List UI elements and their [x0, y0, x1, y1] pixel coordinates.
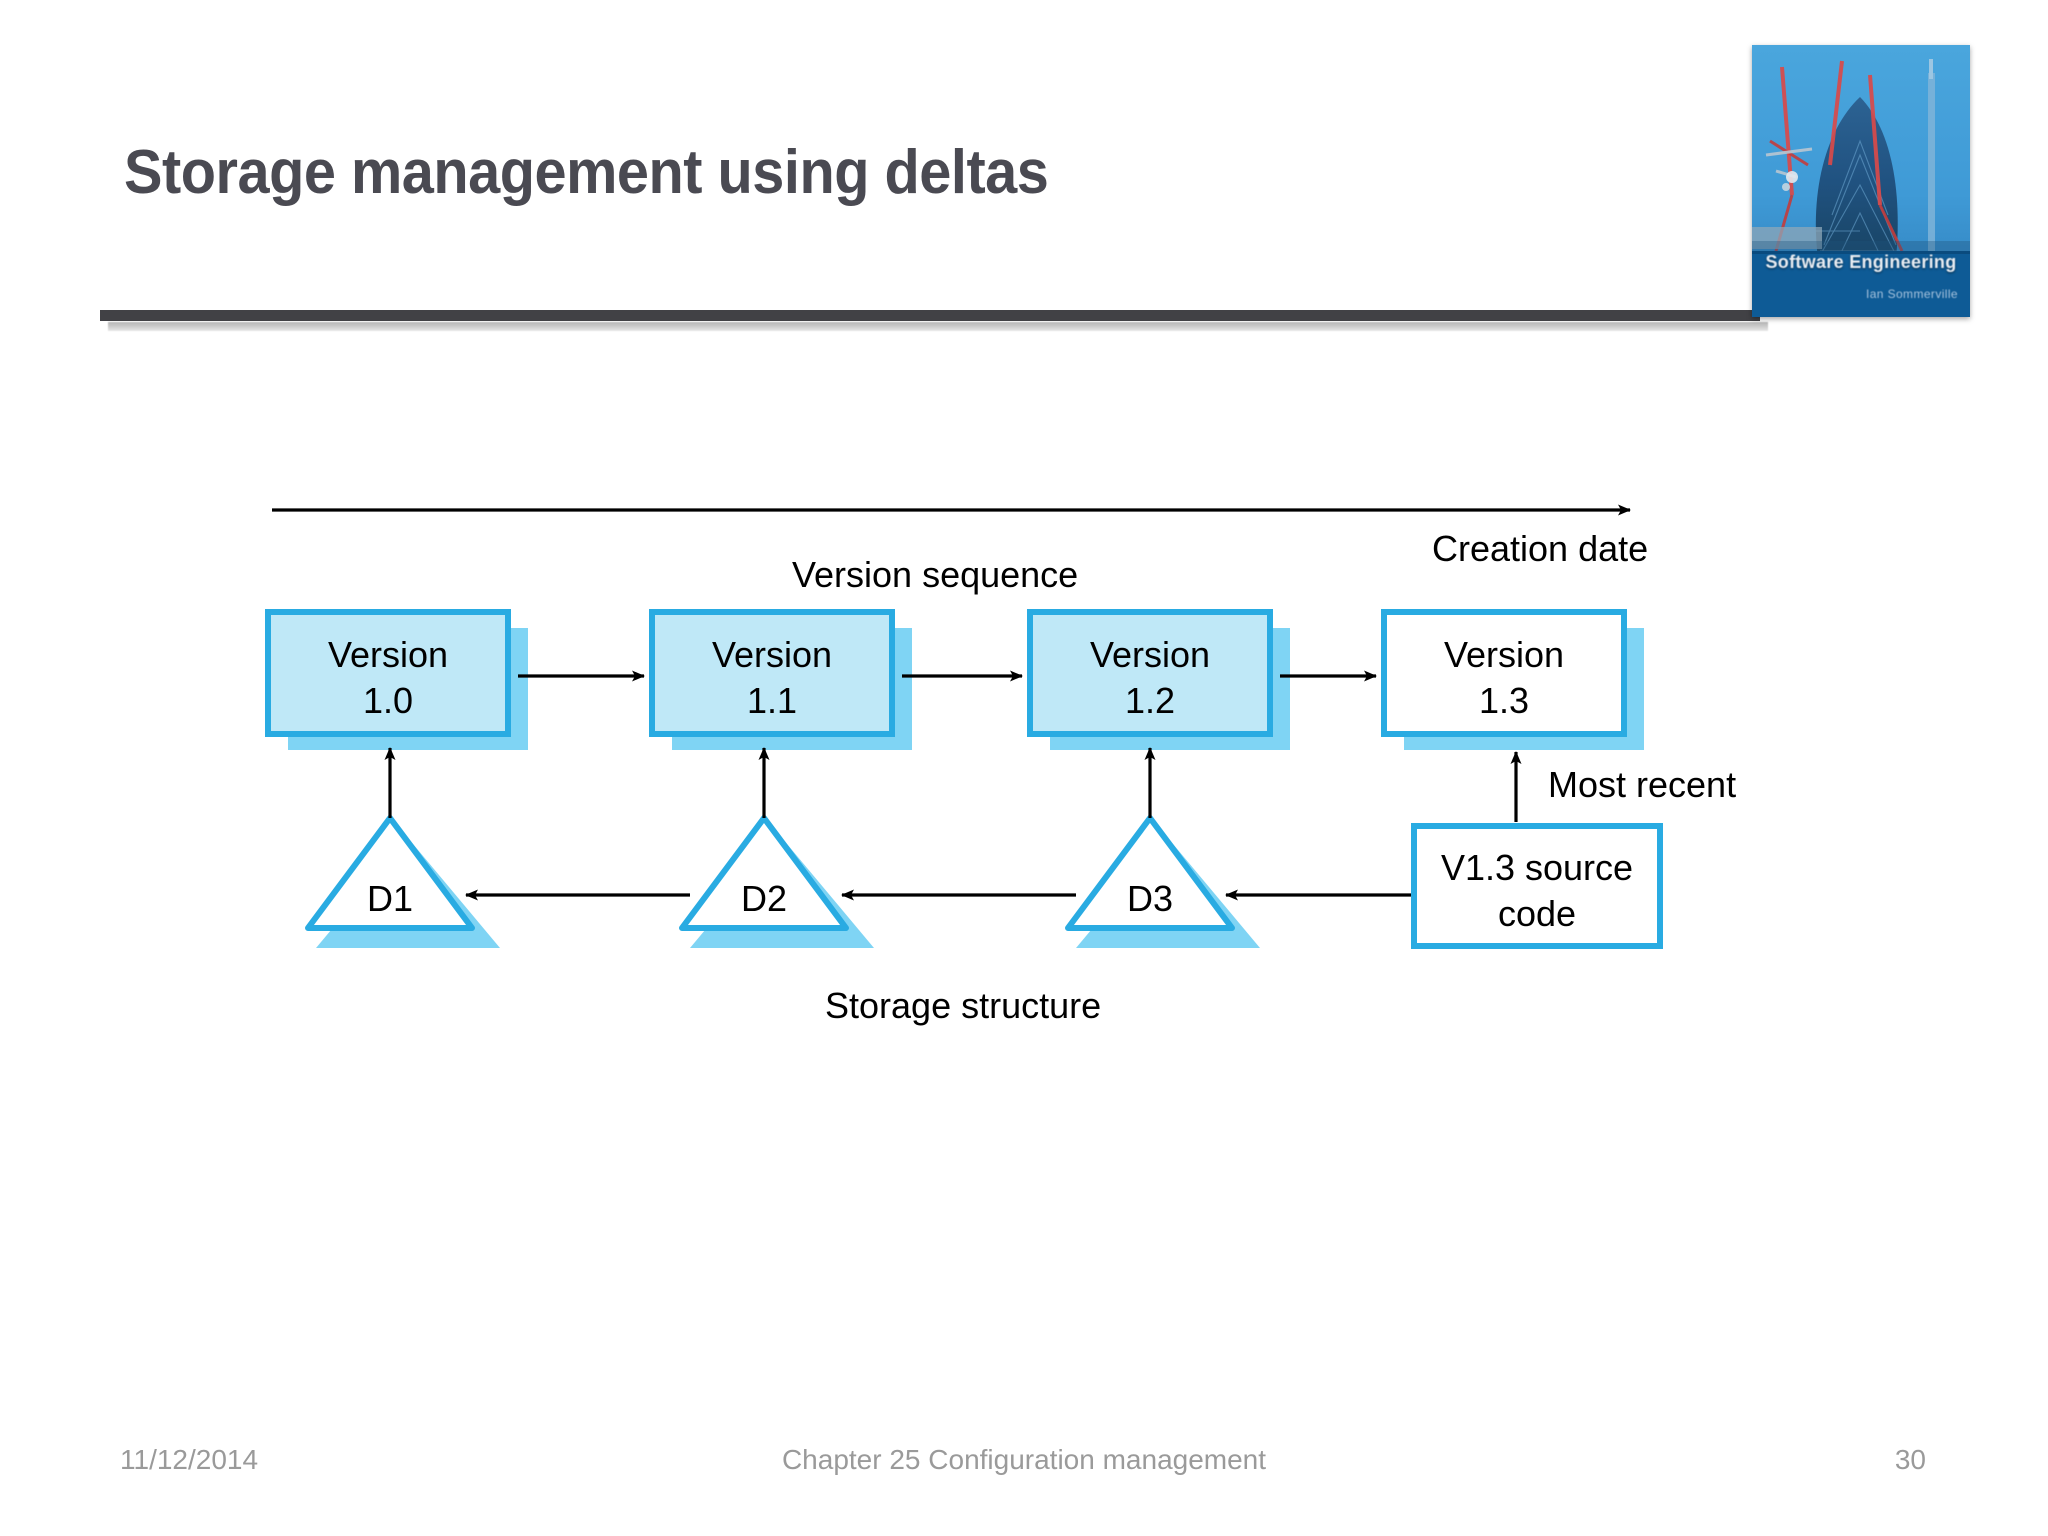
- page-title: Storage management using deltas: [124, 138, 1049, 207]
- source-code-line-1: V1.3 source: [1440, 847, 1634, 888]
- book-cover-title: Software Engineering: [1765, 252, 1957, 272]
- axis-label-creation-date: Creation date: [1432, 528, 1649, 569]
- delta-label-d1: D1: [366, 878, 414, 919]
- version-box-1: Version 1.0: [268, 632, 508, 724]
- version-box-2: Version 1.1: [652, 632, 892, 724]
- book-cover-author: Ian Sommerville: [1865, 287, 1958, 301]
- version-boxes: [265, 609, 1627, 737]
- version-box-4: Version 1.3: [1384, 632, 1624, 724]
- version-box-3-name: Version: [1089, 634, 1211, 675]
- version-box-2-number: 1.1: [746, 680, 798, 722]
- most-recent-label: Most recent: [1548, 764, 1737, 805]
- title-rule: [100, 310, 1760, 321]
- title-rule-shadow: [108, 322, 1768, 331]
- version-box-4-number: 1.3: [1478, 680, 1530, 722]
- version-box-1-number: 1.0: [362, 680, 414, 722]
- version-box-shadows: [288, 628, 1644, 750]
- source-code-line-2: code: [1497, 893, 1577, 935]
- version-box-3: Version 1.2: [1030, 632, 1270, 724]
- footer-date: 11/12/2014: [120, 1444, 259, 1475]
- delta-triangle-shadows: [316, 838, 1260, 948]
- delta-to-version-arrows: [384, 747, 1156, 818]
- axis-label-version-sequence: Version sequence: [792, 554, 1079, 595]
- source-code-box-text: V1.3 source code: [1414, 845, 1660, 937]
- book-cover-image: Software Engineering Ian Sommerville: [1752, 45, 1970, 317]
- storage-structure-label: Storage structure: [825, 985, 1102, 1026]
- delta-triangles: [305, 815, 1235, 931]
- version-box-2-name: Version: [711, 634, 833, 675]
- version-box-4-name: Version: [1443, 634, 1565, 675]
- footer-chapter: Chapter 25 Configuration management: [781, 1444, 1267, 1475]
- delta-label-d3: D3: [1126, 878, 1174, 919]
- delta-label-d2: D2: [740, 878, 788, 919]
- version-box-3-number: 1.2: [1124, 680, 1176, 722]
- source-code-box: [1411, 823, 1663, 949]
- version-box-1-name: Version: [327, 634, 449, 675]
- footer-page-number: 30: [1894, 1444, 1926, 1475]
